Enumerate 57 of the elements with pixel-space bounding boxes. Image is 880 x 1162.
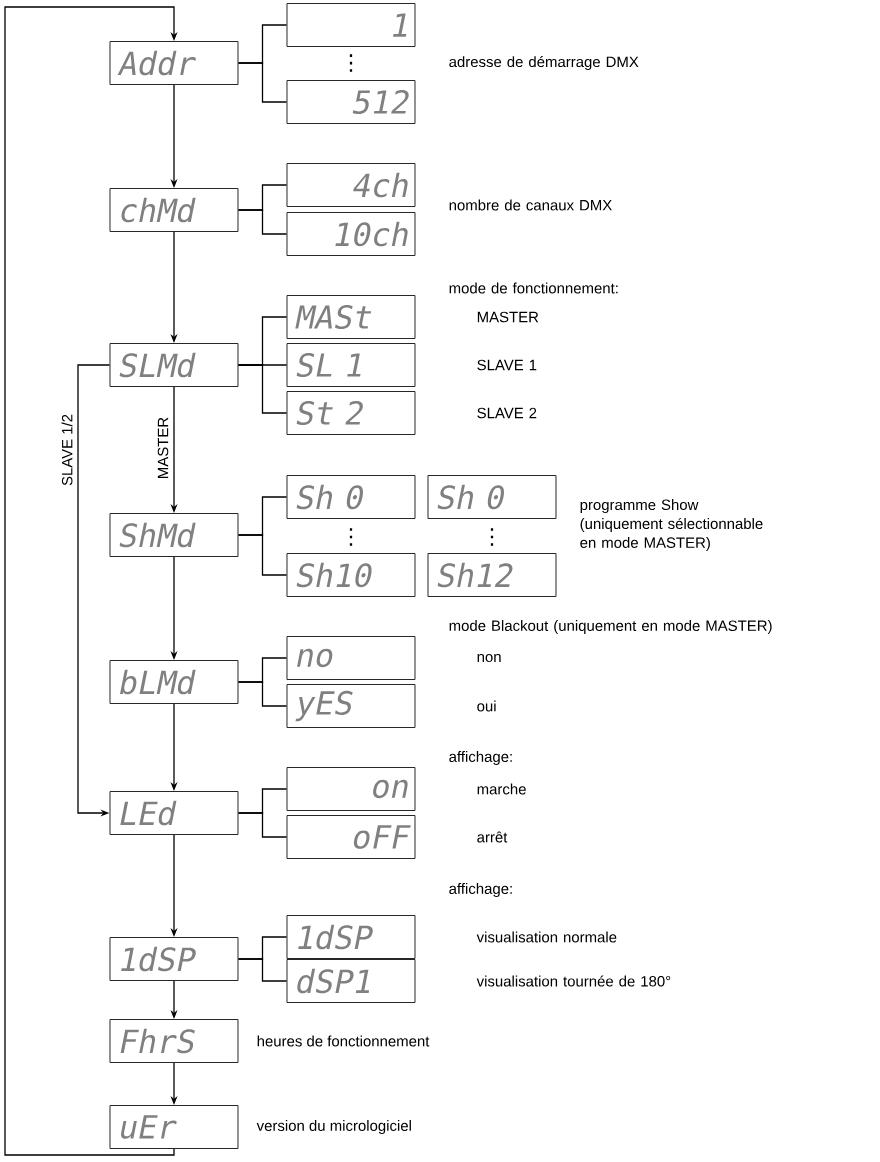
edge-label: SLAVE 1/2 [60, 413, 74, 487]
connector-line [237, 364, 288, 414]
description-text: nombre de canaux DMX [449, 199, 612, 211]
display-box: ShMd [109, 513, 239, 557]
connector-line [237, 681, 288, 707]
display-box: 1dSP [109, 937, 239, 981]
connector-line [237, 62, 288, 103]
display-box: Sh 0 [427, 475, 557, 519]
display-box: 4ch [286, 163, 416, 207]
description-text: visualisation tournée de 180° [476, 975, 671, 987]
connector-line [237, 209, 288, 235]
display-box: Sh 0 [286, 475, 416, 519]
display-box: SL 1 [286, 343, 416, 387]
display-box: uEr [109, 1105, 239, 1149]
display-box: MASt [286, 295, 416, 339]
description-text: visualisation normale [476, 931, 617, 943]
display-box: no [286, 636, 416, 680]
display-box: oFF [286, 815, 416, 859]
description-text: oui [477, 700, 496, 712]
ellipsis-mark: ⋮ [490, 528, 494, 546]
display-box: LEd [109, 791, 239, 835]
description-text: affichage: [449, 883, 512, 897]
display-box: on [286, 767, 416, 811]
display-box: SLMd [109, 343, 239, 387]
ellipsis-mark: ⋮ [349, 54, 353, 72]
description-text: SLAVE 2 [477, 407, 537, 419]
edge-label: MASTER [156, 415, 170, 481]
display-box: bLMd [109, 660, 239, 704]
display-box: St 2 [286, 391, 416, 435]
arrow [4, 6, 178, 1156]
ellipsis-mark: ⋮ [349, 528, 353, 546]
description-text: adresse de démarrage DMX [449, 55, 639, 71]
connector-line [237, 958, 288, 982]
description-text: non [477, 653, 501, 663]
description-text: affichage: [449, 751, 512, 765]
display-box: dSP1 [286, 959, 416, 1003]
description-text: SLAVE 1 [477, 359, 537, 371]
description-text: version du micrologiciel [256, 1120, 411, 1134]
description-text: arrêt [477, 831, 508, 843]
description-text: marche [477, 783, 526, 795]
display-box: FhrS [109, 1019, 239, 1063]
display-box: 10ch [286, 212, 416, 256]
description-text: programme Show (uniquement sélectionnable en mode MASTER) [580, 499, 763, 551]
display-box: chMd [109, 188, 239, 232]
display-box: Sh12 [427, 553, 557, 597]
display-box: Sh10 [286, 553, 416, 597]
display-box: 1 [286, 3, 416, 47]
description-text: mode Blackout (uniquement en mode MASTER) [449, 620, 772, 634]
connector-line [237, 812, 288, 838]
display-box: yES [286, 684, 416, 728]
description-text: heures de fonctionnement [257, 1035, 430, 1047]
display-box: 1dSP [286, 915, 416, 959]
description-text: MASTER [477, 311, 539, 323]
connector-line [237, 534, 288, 576]
display-box: 512 [286, 80, 416, 124]
display-box: Addr [109, 41, 239, 85]
description-text: mode de fonctionnement: [449, 282, 618, 294]
